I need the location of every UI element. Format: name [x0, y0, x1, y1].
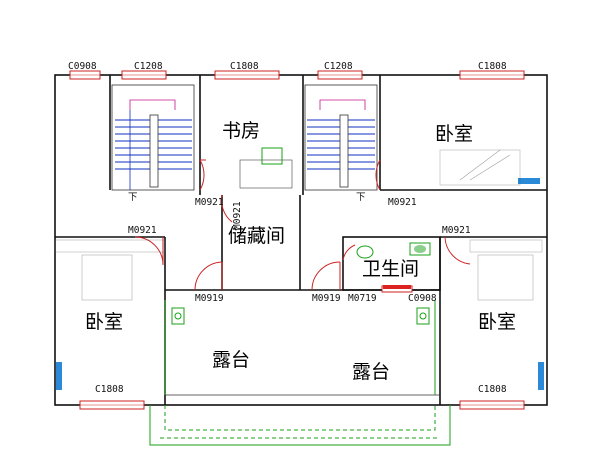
room-label-bathroom: 卫生间 [362, 258, 419, 280]
window-tag-top-5: C1808 [478, 61, 507, 72]
bath-window-sill [383, 285, 411, 289]
door-tag-bedroom-west: M0921 [128, 225, 157, 236]
window-tag-top-3: C1808 [230, 61, 259, 72]
room-label-bedroom-east: 卧室 [478, 311, 516, 333]
stair-down-label-east: 下 [356, 192, 366, 203]
door-tag-bedroom-ne: M0921 [388, 197, 417, 208]
window-tag-bottom-west: C1808 [95, 384, 124, 395]
door-tag-terrace-east: M0919 [312, 293, 341, 304]
room-label-storage: 储藏间 [228, 225, 285, 247]
furniture [54, 147, 543, 325]
window-tag-bath: C0908 [408, 293, 437, 304]
window-tag-top-2: C1208 [134, 61, 163, 72]
room-label-bedroom-west: 卧室 [85, 311, 123, 333]
door-tag-bath: M0719 [348, 293, 377, 304]
room-label-study: 书房 [222, 120, 260, 142]
room-label-terrace-east: 露台 [352, 361, 390, 383]
door-tag-study: M0921 [195, 197, 224, 208]
stair-east: 下 [304, 84, 378, 203]
room-label-bedroom-ne: 卧室 [435, 123, 473, 145]
window-tag-bottom-east: C1808 [478, 384, 507, 395]
terrace-railing [149, 300, 451, 446]
stair-west: 下 [111, 84, 195, 203]
side-window-west [56, 362, 62, 390]
side-window-east [538, 362, 544, 390]
window-tag-top-1: C0908 [68, 61, 97, 72]
stair-down-label-west: 下 [128, 192, 138, 203]
door-tag-terrace-west: M0919 [195, 293, 224, 304]
wardrobe-mark [518, 178, 540, 184]
window-tag-top-4: C1208 [324, 61, 353, 72]
room-label-terrace-west: 露台 [212, 349, 250, 371]
door-tag-bedroom-east: M0921 [442, 225, 471, 236]
door-tag-storage: M0921 [232, 201, 243, 230]
doors [134, 159, 471, 291]
